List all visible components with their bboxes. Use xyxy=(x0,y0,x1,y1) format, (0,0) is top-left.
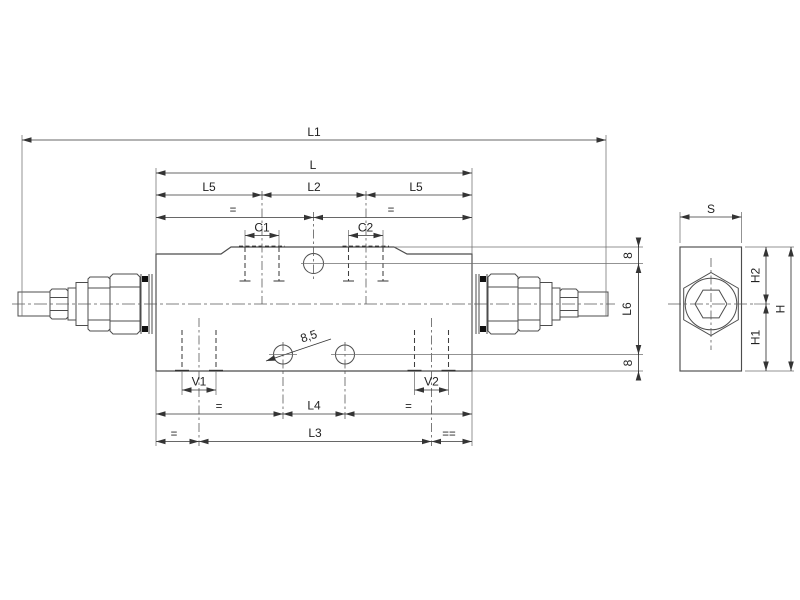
dim-label-l4: L4 xyxy=(307,399,321,413)
hex-nut-right-large xyxy=(487,273,519,335)
dim-label-l3-eq-right: == xyxy=(442,429,456,441)
hex-nut-left-large xyxy=(109,273,141,335)
dim-label-l5-right: L5 xyxy=(409,180,423,194)
dim-label-v1: V1 xyxy=(192,375,207,389)
dim-label-l1: L1 xyxy=(307,125,321,139)
hex-nut-right-mid xyxy=(517,276,541,332)
ports xyxy=(175,245,456,372)
o-ring-left-top xyxy=(142,276,148,282)
body-outline xyxy=(155,246,473,372)
bottom-dimensions: V1 V2 8,5 = L4 = = L3 == xyxy=(155,327,473,446)
dim-label-l5-left: L5 xyxy=(202,180,216,194)
dim-label-c1: C1 xyxy=(254,221,270,235)
small-hex-left xyxy=(49,288,69,320)
dim-label-l3: L3 xyxy=(308,426,322,440)
side-view: S H2 H1 H xyxy=(668,202,794,372)
dim-label-h: H xyxy=(774,305,788,314)
dim-label-h2: H2 xyxy=(749,268,763,284)
dim-label-8-bottom: 8 xyxy=(621,359,635,366)
dim-label-s: S xyxy=(707,202,715,216)
o-ring-left-bottom xyxy=(142,326,148,332)
dim-label-h1: H1 xyxy=(749,330,763,346)
dim-label-l: L xyxy=(310,158,317,172)
dim-label-eq-right: = xyxy=(388,205,395,217)
dim-label-l4-eq-left: = xyxy=(216,401,223,413)
dim-label-l6: L6 xyxy=(620,302,634,316)
top-dimensions: L1 L L5 L2 L5 = = C1 C2 xyxy=(21,125,607,316)
dim-label-l2: L2 xyxy=(307,180,321,194)
small-hex-right xyxy=(559,288,579,318)
right-dimensions: 8 L6 8 xyxy=(269,237,643,381)
side-view-body xyxy=(679,246,743,372)
dim-label-l3-eq-left: = xyxy=(171,429,178,441)
dim-label-eq-left: = xyxy=(230,205,237,217)
o-ring-right-bottom xyxy=(480,326,486,332)
o-ring-right-top xyxy=(480,276,486,282)
main-view-body xyxy=(155,246,473,372)
dim-label-hole-diameter: 8,5 xyxy=(299,327,320,346)
hole-diameter-leader xyxy=(265,338,332,362)
dim-label-8-top: 8 xyxy=(621,252,635,259)
dim-label-l4-eq-right: = xyxy=(405,401,412,413)
dim-label-v2: V2 xyxy=(424,375,439,389)
hex-nut-left-mid xyxy=(87,276,111,332)
dim-label-c2: C2 xyxy=(358,221,374,235)
